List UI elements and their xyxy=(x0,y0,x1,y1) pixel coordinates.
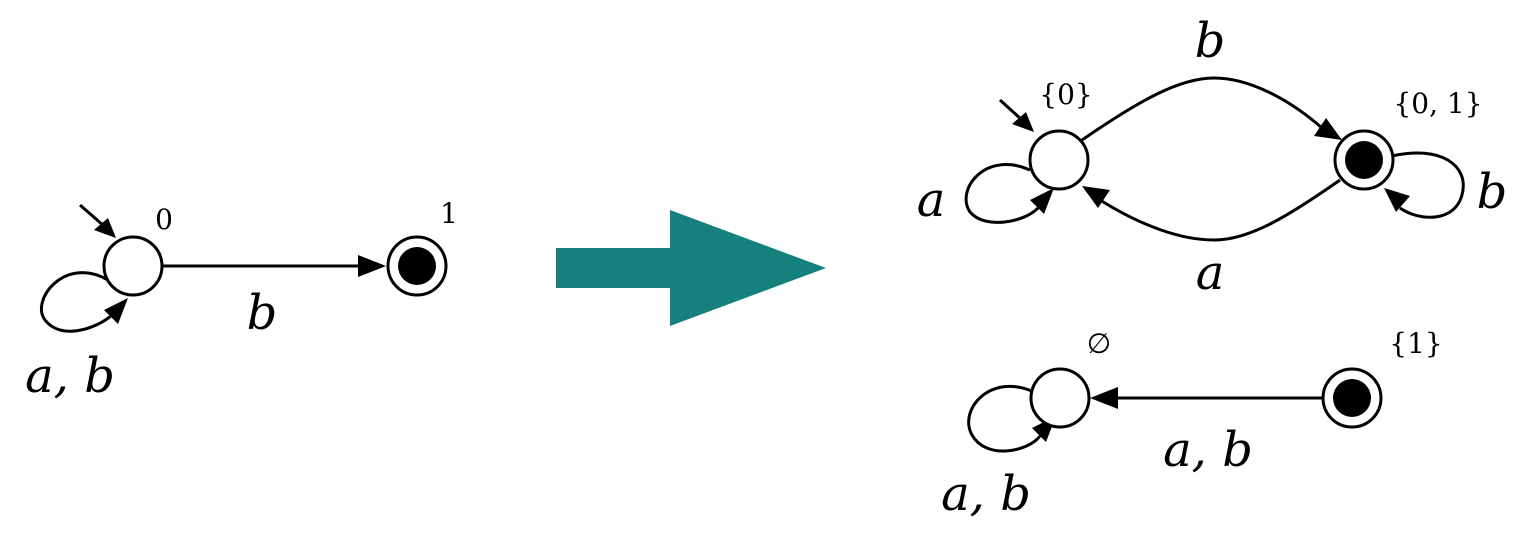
dfa-edge-s1-empty-label: a, b xyxy=(1163,422,1253,478)
dfa-state-empty xyxy=(1029,367,1091,429)
dfa-state-s0 xyxy=(1028,129,1090,191)
dfa-edge-s0-s01-label: b xyxy=(1195,13,1226,69)
dfa-state-s0-label: {0} xyxy=(1039,78,1092,111)
dfa-loop-s0 xyxy=(964,163,1054,224)
dfa-state-s01-label: {0, 1} xyxy=(1393,87,1482,120)
dfa-loop-s0-label: a xyxy=(917,172,946,228)
nfa-state-1 xyxy=(386,235,448,297)
dfa-state-s1-label: {1} xyxy=(1389,327,1442,360)
dfa-edge-s01-s0-label: a xyxy=(1196,245,1225,301)
dfa-state-empty-label: ∅ xyxy=(1087,327,1111,360)
nfa-loop-0 xyxy=(39,271,128,333)
dfa-loop-empty-label: a, b xyxy=(941,466,1031,522)
transform-arrow xyxy=(556,210,826,326)
dfa-state-s01 xyxy=(1333,129,1395,191)
nfa-state-0-label: 0 xyxy=(155,203,173,236)
nfa-loop-0-label: a, b xyxy=(25,348,115,404)
dfa-loop-s01-label: b xyxy=(1477,164,1508,220)
nfa-diagram: 0 1 a, b b xyxy=(25,197,458,404)
dfa-edge-s1-empty xyxy=(1090,387,1323,409)
dfa-loop-s01 xyxy=(1384,151,1465,219)
dfa-initial-arrow xyxy=(998,98,1034,132)
dfa-edge-s0-s01 xyxy=(1081,76,1342,142)
nfa-initial-arrow xyxy=(79,203,116,238)
dfa-state-s1 xyxy=(1321,367,1383,429)
nfa-state-1-label: 1 xyxy=(440,197,458,230)
nfa-edge-0-1-label: b xyxy=(247,285,278,341)
dfa-diagram: {0} {0, 1} ∅ {1} a b a b a, b a, b xyxy=(917,13,1508,522)
nfa-edge-0-1 xyxy=(163,255,386,277)
dfa-edge-s01-s0 xyxy=(1082,178,1341,242)
nfa-state-0 xyxy=(102,235,164,297)
